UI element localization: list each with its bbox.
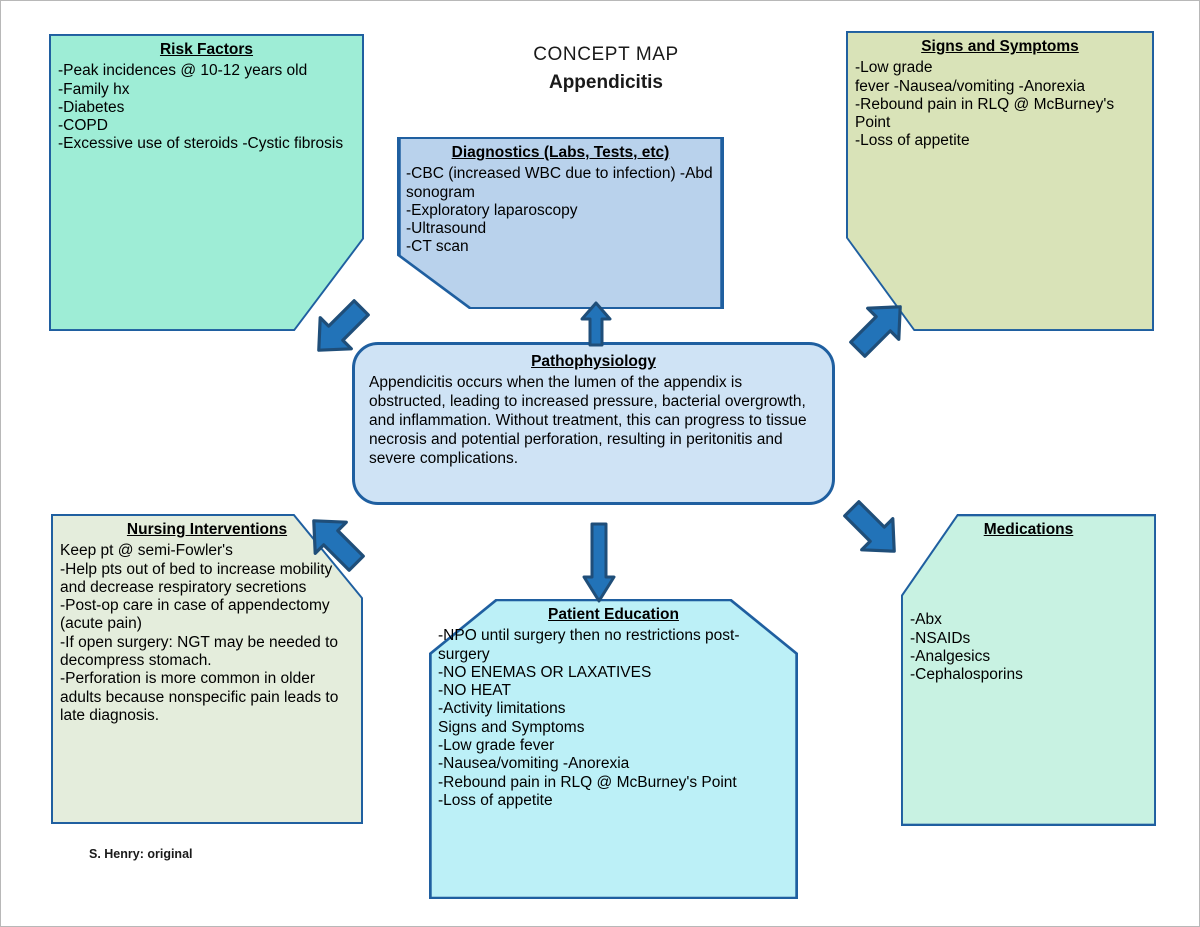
risk-factors-body: -Peak incidences @ 10-12 years old -Fami… (58, 62, 344, 153)
diagnostics-title: Diagnostics (Labs, Tests, etc) (451, 144, 670, 161)
diagnostics-fill (400, 138, 721, 308)
node-diagnostics[interactable]: Diagnostics (Labs, Tests, etc) -CBC (inc… (397, 137, 724, 309)
diagnostics-body: -CBC (increased WBC due to infection) -A… (406, 165, 713, 256)
concept-map-subject: Appendicitis (548, 71, 663, 93)
node-patient-education[interactable]: Patient Education -NPO until surgery the… (429, 599, 798, 899)
arrow-to-signs-symptoms-icon (843, 295, 915, 361)
nursing-interventions-body: Keep pt @ semi-Fowler's -Help pts out of… (60, 542, 339, 724)
signs-symptoms-content: Signs and Symptoms -Low grade fever -Nau… (846, 31, 1154, 331)
nursing-interventions-title: Nursing Interventions (126, 521, 288, 538)
medications-body: -Abx -NSAIDs -Analgesics -Cephalosporins (910, 611, 1023, 684)
signs-symptoms-body: -Low grade fever -Nausea/vomiting -Anore… (855, 59, 1115, 150)
arrow-to-patient-education-icon (581, 521, 617, 603)
node-pathophysiology[interactable]: Pathophysiology Appendicitis occurs when… (352, 342, 835, 505)
node-signs-symptoms[interactable]: Signs and Symptoms -Low grade fever -Nau… (846, 31, 1154, 331)
medications-title: Medications (983, 521, 1074, 538)
node-risk-factors[interactable]: Risk Factors -Peak incidences @ 10-12 ye… (49, 34, 364, 331)
signs-symptoms-fill (847, 32, 1153, 330)
concept-map-label: CONCEPT MAP (533, 44, 679, 65)
diagnostics-content: Diagnostics (Labs, Tests, etc) -CBC (inc… (397, 137, 724, 309)
patient-education-title: Patient Education (548, 606, 679, 623)
patient-education-content: Patient Education -NPO until surgery the… (429, 599, 798, 899)
medications-content: Medications -Abx -NSAIDs -Analgesics -Ce… (901, 514, 1156, 826)
risk-factors-title: Risk Factors (159, 41, 254, 58)
node-medications[interactable]: Medications -Abx -NSAIDs -Analgesics -Ce… (901, 514, 1156, 826)
patient-education-fill (431, 601, 796, 897)
pathophysiology-title: Pathophysiology (531, 353, 656, 370)
node-nursing-interventions[interactable]: Nursing Interventions Keep pt @ semi-Fow… (51, 514, 363, 824)
page-title: CONCEPT MAP Appendicitis (471, 41, 741, 96)
medications-fill (902, 516, 1155, 824)
pathophysiology-body: Appendicitis occurs when the lumen of th… (369, 373, 807, 467)
signs-symptoms-title: Signs and Symptoms (921, 38, 1079, 55)
arrow-to-nursing-interventions-icon (299, 509, 371, 575)
arrow-to-risk-factors-icon (304, 297, 376, 361)
nursing-interventions-content: Nursing Interventions Keep pt @ semi-Fow… (51, 514, 363, 824)
author-credit: S. Henry: original (89, 847, 193, 861)
arrow-to-diagnostics-icon (579, 301, 613, 347)
patient-education-body: -NPO until surgery then no restrictions … (438, 627, 740, 809)
arrow-to-medications-icon (837, 495, 909, 565)
risk-factors-content: Risk Factors -Peak incidences @ 10-12 ye… (49, 34, 364, 331)
nursing-interventions-fill (52, 515, 362, 823)
risk-factors-fill (50, 35, 363, 330)
